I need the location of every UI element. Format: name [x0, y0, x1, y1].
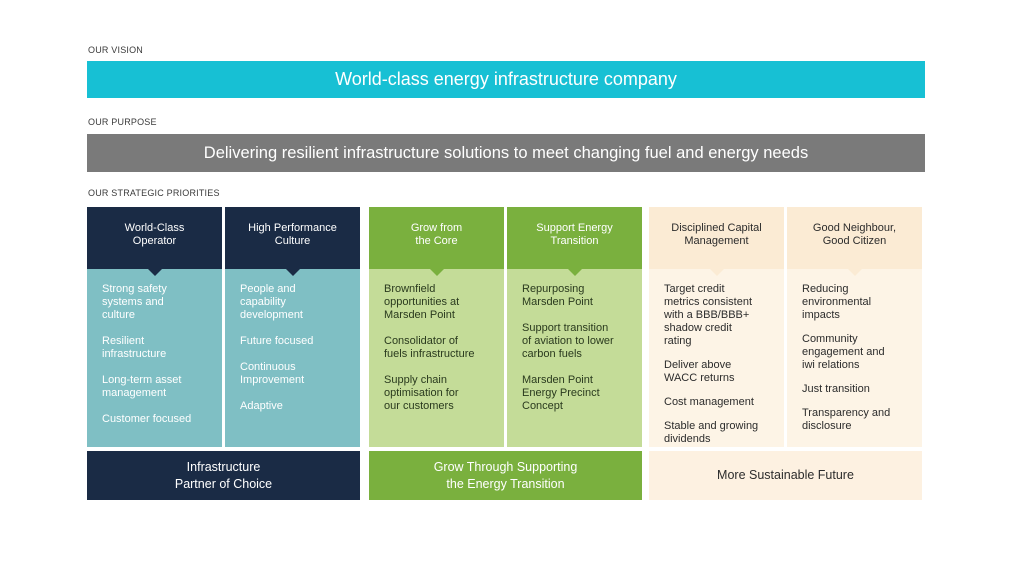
priority-item: Adaptive: [240, 400, 283, 412]
priority-title: Support Energy Transition: [507, 207, 642, 276]
priority-item: Deliver above WACC returns: [664, 359, 735, 384]
priority-item: Consolidator of fuels infrastructure: [384, 335, 475, 360]
priority-item: Transparency and disclosure: [802, 407, 891, 432]
priority-item: Brownfield opportunities at Marsden Poin…: [384, 283, 460, 321]
header-pointer: [567, 269, 582, 276]
priority-item: Strong safety systems and culture: [102, 283, 167, 321]
priority-title: World-Class Operator: [87, 207, 222, 276]
vision-label: OUR VISION: [88, 45, 144, 55]
priority-title: Grow from the Core: [369, 207, 504, 276]
priority-item: Target credit metrics consistent with a …: [664, 283, 753, 347]
header-pointer: [429, 269, 444, 276]
purpose-label: OUR PURPOSE: [88, 117, 157, 127]
priority-items: Brownfield opportunities at Marsden Poin…: [369, 269, 504, 447]
priority-title: Good Neighbour, Good Citizen: [787, 207, 922, 276]
priority-item: Long-term asset management: [102, 374, 182, 399]
outcome-sustainable-future: More Sustainable Future: [649, 451, 922, 500]
header-pointer: [709, 269, 724, 276]
priority-item: Community engagement and iwi relations: [802, 333, 885, 371]
priority-column-disciplined-capital-management: Disciplined Capital Management Target cr…: [649, 207, 784, 447]
outcome-energy-transition: Grow Through Supporting the Energy Trans…: [369, 451, 642, 500]
priority-title: Disciplined Capital Management: [649, 207, 784, 276]
purpose-banner: Delivering resilient infrastructure solu…: [87, 134, 925, 172]
priority-title: High Performance Culture: [225, 207, 360, 276]
priority-item: Future focused: [240, 335, 314, 347]
priority-column-world-class-operator: World-Class Operator Strong safety syste…: [87, 207, 222, 447]
header-pointer: [285, 269, 300, 276]
priority-item: Just transition: [802, 383, 870, 395]
priority-item: Support transition of aviation to lower …: [522, 322, 614, 360]
priority-item: Cost management: [664, 396, 754, 408]
priority-items: Target credit metrics consistent with a …: [649, 269, 784, 447]
priority-item: Resilient infrastructure: [102, 335, 167, 360]
vision-banner: World-class energy infrastructure compan…: [87, 61, 925, 98]
priority-column-high-performance-culture: High Performance Culture People and capa…: [225, 207, 360, 447]
priority-item: Customer focused: [102, 413, 192, 425]
priority-item: Marsden Point Energy Precinct Concept: [522, 374, 600, 412]
priority-item: Supply chain optimisation for our custom…: [384, 374, 459, 412]
priority-column-support-energy-transition: Support Energy Transition Repurposing Ma…: [507, 207, 642, 447]
priorities-label: OUR STRATEGIC PRIORITIES: [88, 188, 220, 198]
priority-item: People and capability development: [240, 283, 303, 321]
priority-column-good-neighbour-good-citizen: Good Neighbour, Good Citizen Reducing en…: [787, 207, 922, 447]
outcome-infrastructure-partner: Infrastructure Partner of Choice: [87, 451, 360, 500]
priority-item: Repurposing Marsden Point: [522, 283, 593, 308]
priority-item: Stable and growing dividends: [664, 420, 759, 445]
header-pointer: [847, 269, 862, 276]
priority-item: Continuous Improvement: [240, 361, 305, 386]
priority-column-grow-from-the-core: Grow from the Core Brownfield opportunit…: [369, 207, 504, 447]
priority-item: Reducing environmental impacts: [802, 283, 872, 321]
header-pointer: [147, 269, 162, 276]
